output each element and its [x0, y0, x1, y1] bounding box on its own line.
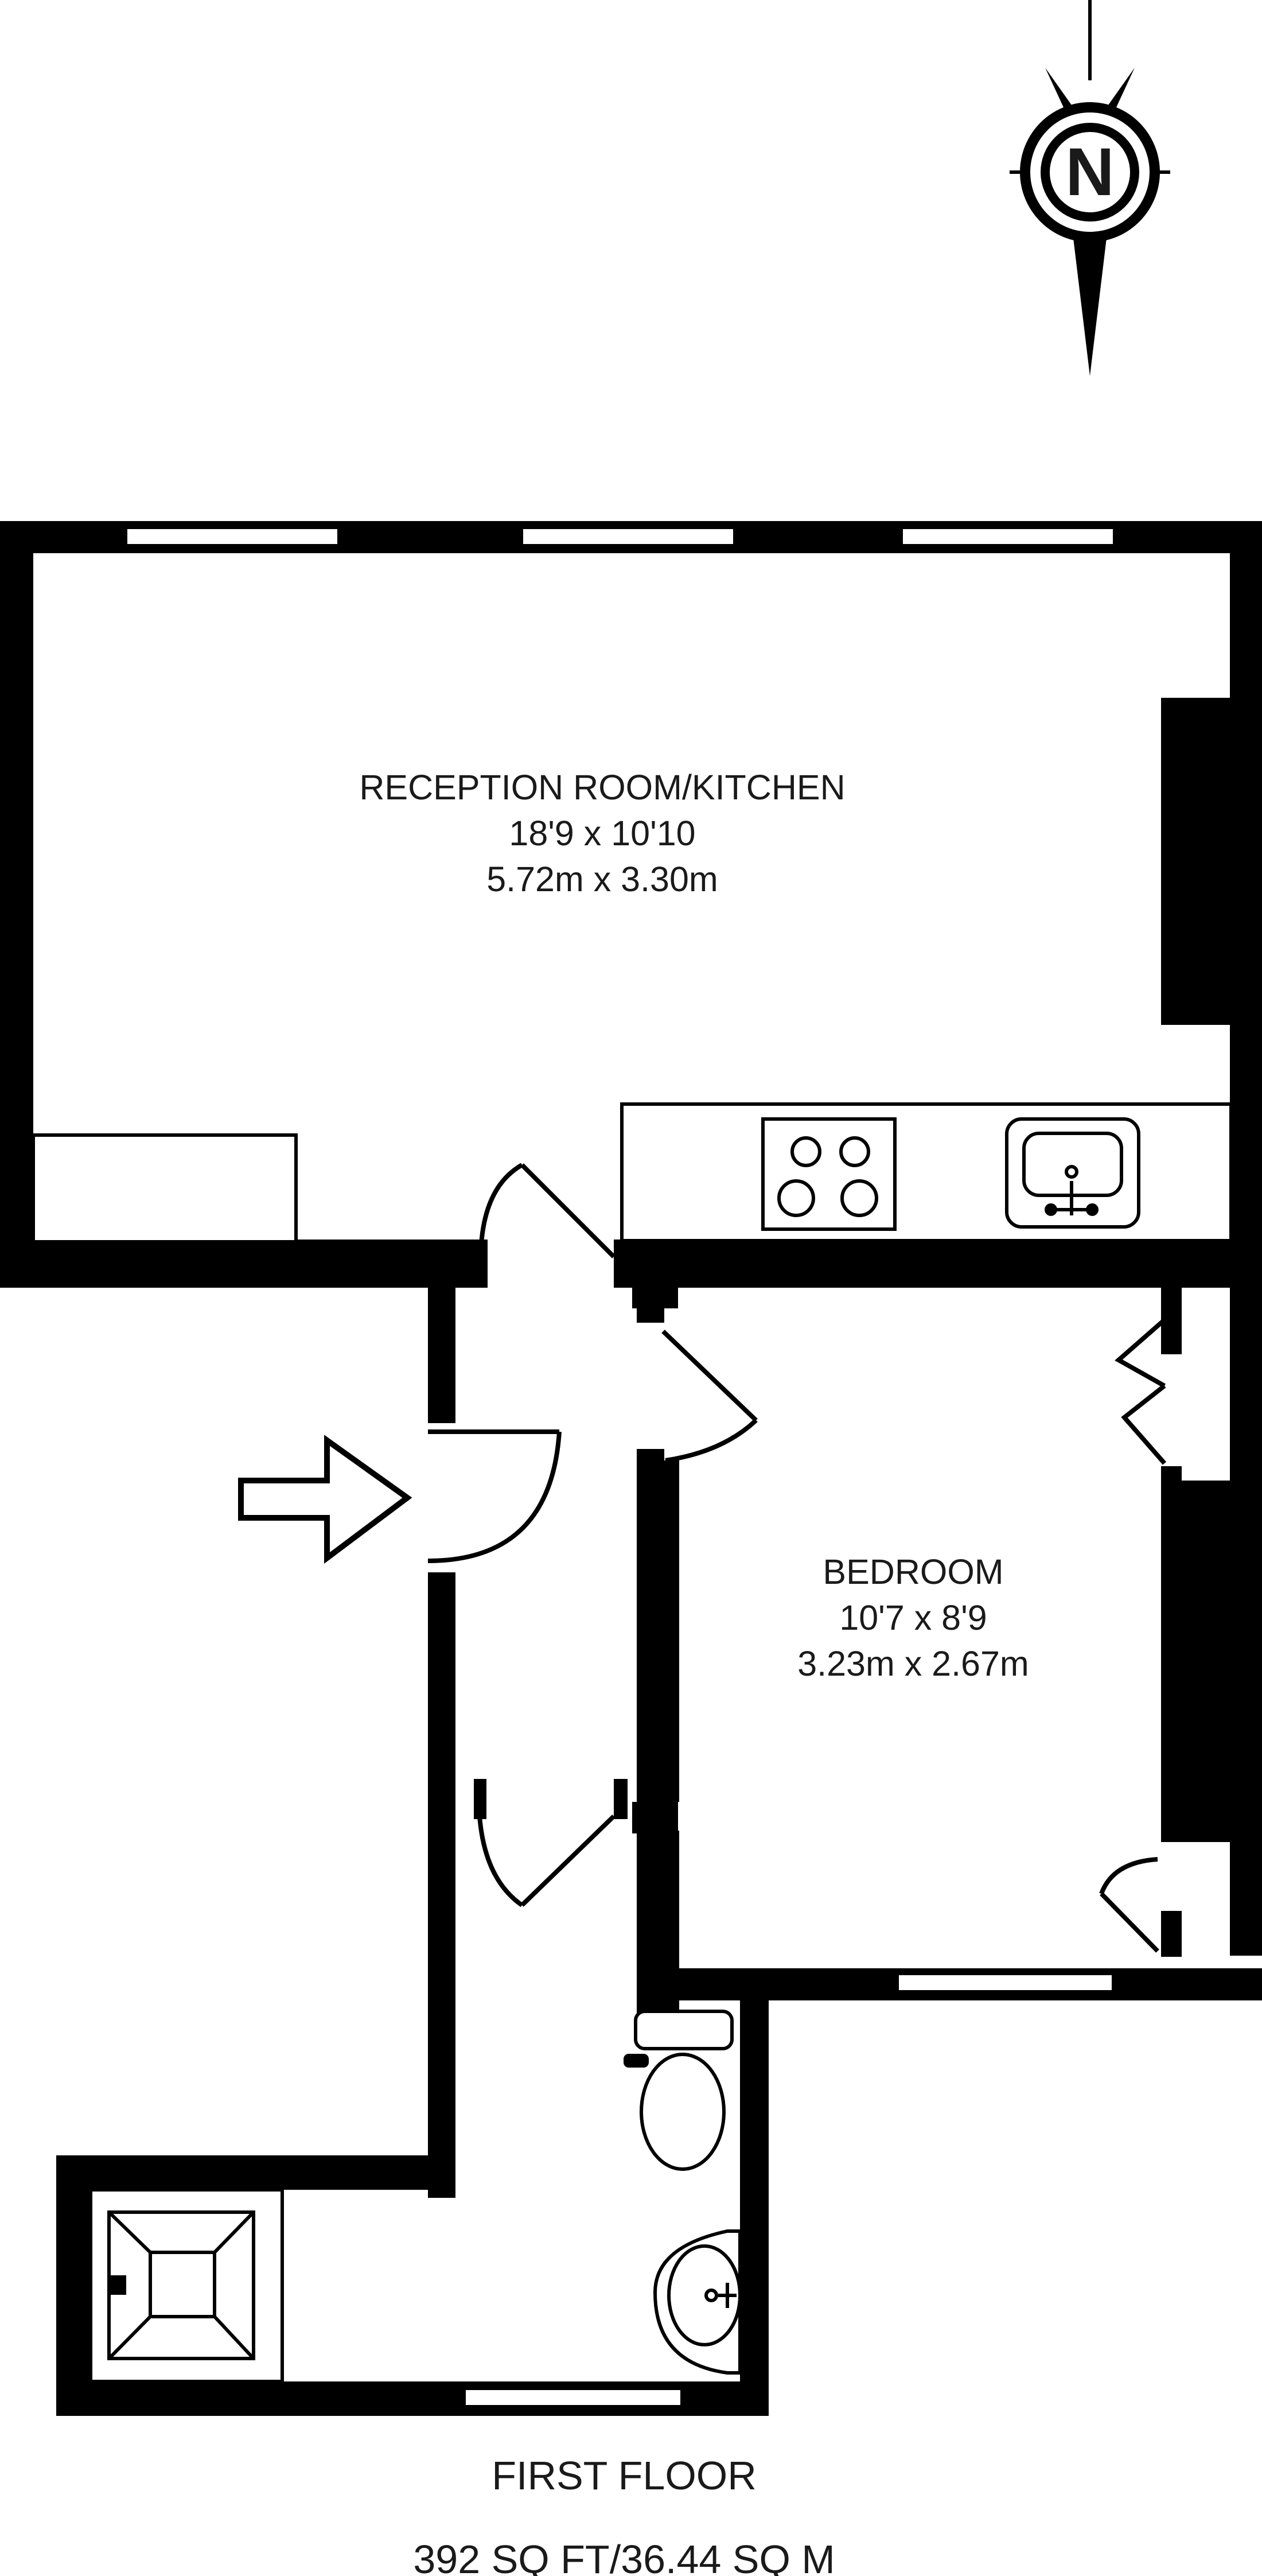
north-compass-icon: N: [1010, 0, 1170, 376]
shower-icon: [89, 2188, 284, 2383]
hob-icon: [761, 1117, 897, 1231]
bedroom-size-imperial: 10'7 x 8'9: [839, 1598, 987, 1637]
door-openings: [428, 1240, 1184, 1911]
doors: [427, 1163, 1167, 1953]
total-area: 392 SQ FT/36.44 SQ M: [413, 2537, 835, 2576]
bedroom-size-metric: 3.23m x 2.67m: [797, 1644, 1029, 1683]
kitchen-sink-icon: [1005, 1117, 1140, 1229]
wash-basin-icon: [653, 2229, 742, 2375]
bedroom-name: BEDROOM: [823, 1552, 1003, 1591]
reception-label: RECEPTION ROOM/KITCHEN 18'9 x 10'10 5.72…: [359, 768, 845, 899]
compass-letter: N: [1065, 134, 1114, 210]
reception-unit: [32, 1133, 298, 1244]
floor-name: FIRST FLOOR: [492, 2453, 757, 2498]
reception-name: RECEPTION ROOM/KITCHEN: [359, 768, 845, 807]
entrance-arrow-icon: [238, 1435, 412, 1564]
bedroom-label: BEDROOM 10'7 x 8'9 3.23m x 2.67m: [797, 1552, 1029, 1683]
reception-size-imperial: 18'9 x 10'10: [509, 814, 695, 853]
reception-size-metric: 5.72m x 3.30m: [486, 860, 718, 899]
windows: [125, 527, 1115, 2407]
toilet-icon: [624, 2010, 734, 2171]
kitchen-counter: [620, 1102, 1233, 1242]
